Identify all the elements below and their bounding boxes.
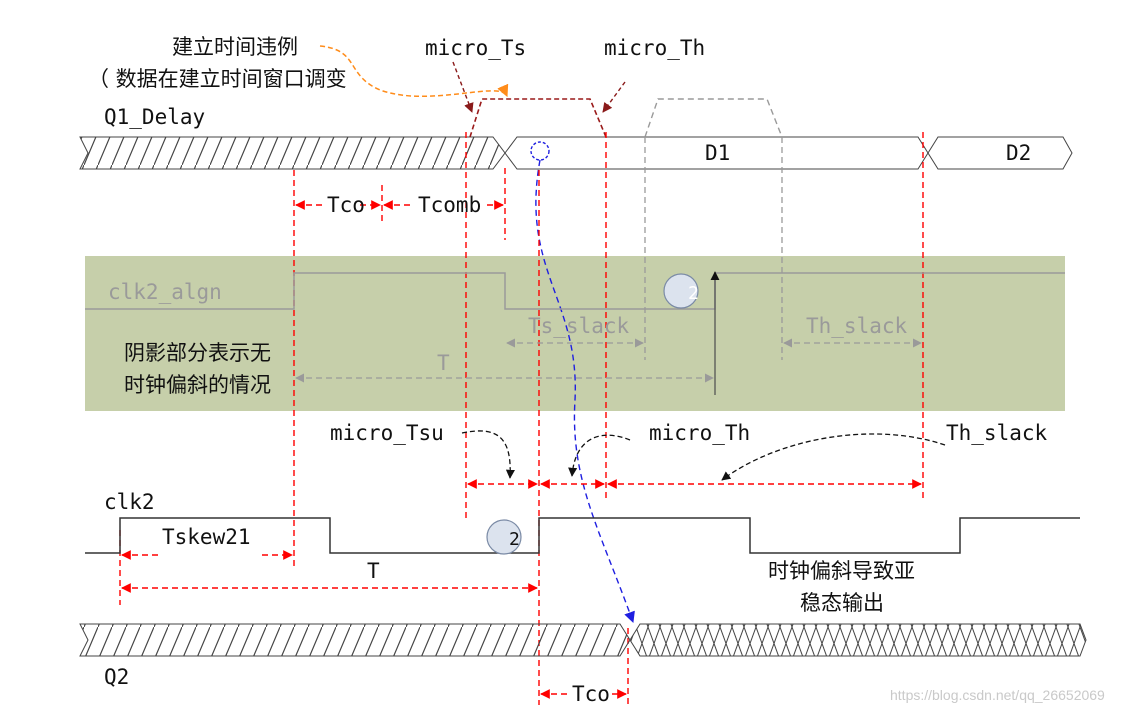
clk2-label: clk2	[104, 490, 155, 514]
grey-guide-lines	[644, 137, 783, 360]
q1-delay-label: Q1_Delay	[104, 105, 205, 129]
step-circle-top: 2	[663, 273, 699, 309]
micro-ts-pointer	[452, 61, 474, 113]
clk2-waveform	[85, 517, 1080, 554]
step-circle-bottom: 2	[486, 519, 522, 555]
hold-window-trapezoid	[644, 98, 783, 138]
meta-note-line2: 稳态输出	[800, 591, 884, 615]
clk2-algn-label: clk2_algn	[108, 280, 222, 304]
micro-th-mid-label: micro_Th	[649, 421, 750, 445]
vertical-guide-lines	[119, 132, 924, 705]
setup-violation-title: 建立时间违例	[172, 35, 298, 59]
d2-label: D2	[1006, 141, 1031, 165]
meta-note-line1: 时钟偏斜导致亚	[768, 559, 915, 583]
q1-delay-waveform	[79, 136, 1073, 170]
tco-top-label: Tco	[327, 193, 365, 217]
step-circle-bottom-number: 2	[509, 529, 520, 550]
setup-violation-note: （ 数据在建立时间窗口调变	[88, 67, 347, 91]
metastability-propagation-arrow	[535, 159, 635, 624]
shade-note-line1: 阴影部分表示无	[124, 341, 271, 365]
shade-note-line2: 时钟偏斜的情况	[124, 373, 271, 397]
tskew21-label: Tskew21	[162, 525, 251, 549]
th-slack-right-label: Th_slack	[946, 421, 1048, 445]
sample-point-circle	[530, 141, 550, 161]
setup-violation-pointer	[319, 45, 509, 98]
black-curved-pointers	[461, 430, 946, 481]
micro-window-trapezoid	[469, 98, 607, 138]
watermark: https://blog.csdn.net/qq_26652069	[890, 687, 1105, 703]
micro-th-top-label: micro_Th	[604, 36, 705, 60]
th-slack-inner-label: Th_slack	[806, 314, 908, 338]
ts-slack-label: Ts_slack	[528, 314, 630, 338]
step-circle-top-number: 2	[688, 283, 699, 304]
q2-label: Q2	[104, 665, 129, 689]
micro-th-pointer	[602, 81, 626, 113]
red-dimension-arrows	[121, 200, 922, 699]
tcomb-label: Tcomb	[418, 193, 481, 217]
d1-label: D1	[705, 141, 730, 165]
grey-dimension-arrows	[295, 338, 922, 383]
tco-bottom-label: Tco	[572, 682, 610, 706]
micro-tsu-label: micro_Tsu	[330, 421, 444, 445]
t-period-bottom-label: T	[367, 559, 380, 583]
q2-waveform	[79, 623, 1087, 657]
micro-ts-top-label: micro_Ts	[425, 36, 526, 60]
t-period-top-label: T	[437, 351, 450, 375]
